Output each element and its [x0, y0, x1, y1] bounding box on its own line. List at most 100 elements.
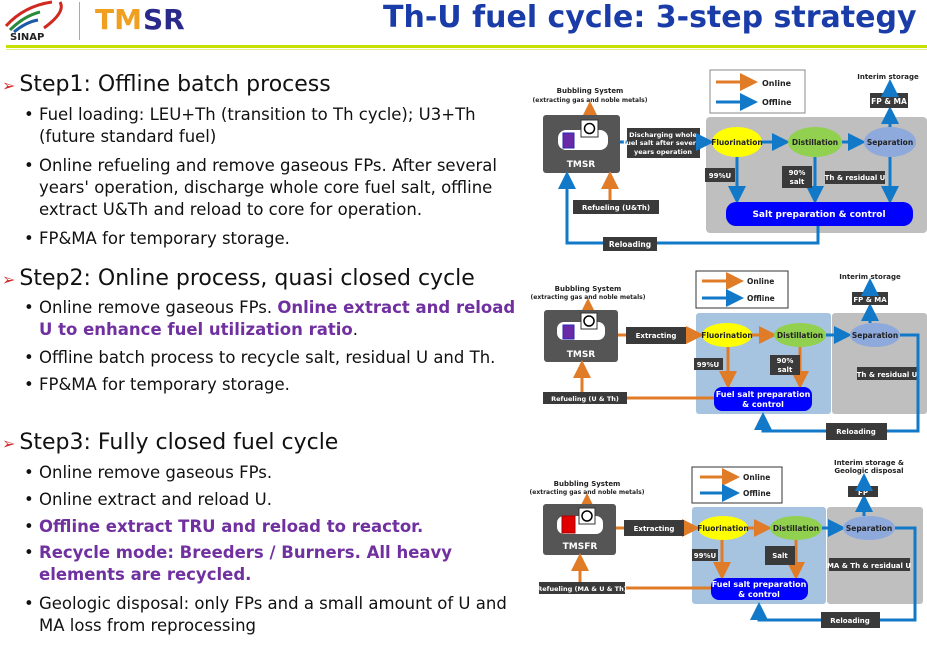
diagram-label: (extracting gas and noble metals) — [530, 489, 645, 496]
header-divider — [6, 45, 927, 48]
flow-arrow — [43, 1, 63, 30]
diagram-label: Distillation — [777, 331, 823, 340]
bullet-dot-icon: • — [24, 375, 34, 394]
diagram-label: Refueling (U & Th) — [551, 395, 619, 403]
bullet-dot-icon: • — [24, 543, 34, 562]
diagram-label: Separation — [867, 138, 913, 147]
arrow-bullet-icon: ➢ — [2, 270, 16, 289]
page-title: Th-U fuel cycle: 3-step strategy — [383, 0, 917, 35]
diagram-label: Fluorination — [697, 524, 749, 533]
diagram-label: salt — [778, 366, 793, 374]
flow-arrow — [4, 0, 53, 28]
diagram-label: (extracting gas and noble metals) — [531, 294, 646, 301]
diagram-label: salt — [790, 178, 805, 186]
arrow-bullet-icon: ➢ — [2, 434, 16, 453]
discharging-box — [627, 128, 700, 158]
highlighted-text: Recycle mode: Breeders / Burners. All he… — [39, 543, 453, 584]
bullet-text: Offline batch process to recycle salt, r… — [39, 348, 496, 367]
diagram-label: Offline — [747, 294, 775, 303]
diagram-label: Fluorination — [711, 138, 763, 147]
bullet-item: • Recycle mode: Breeders / Burners. All h… — [24, 542, 519, 586]
bullet-item: • Geologic disposal: only FPs and a small… — [24, 593, 519, 637]
pump-icon — [583, 122, 596, 135]
step-heading: ➢Step2: Online process, quasi closed cyc… — [2, 266, 475, 291]
bubbling-system-label: Bubbling System — [557, 87, 624, 95]
reloading-label: Reloading — [609, 240, 651, 249]
diagram-label: Online — [747, 277, 774, 286]
bullet-item: •Online refueling and remove gaseous FPs… — [24, 155, 519, 221]
diagram-label: Extracting — [636, 332, 677, 340]
diagram-label: Interim storage & — [834, 459, 904, 467]
bullet-item: •Fuel loading: LEU+Th (transition to Th … — [24, 104, 519, 148]
label-box — [765, 546, 795, 565]
diagram-label: & control — [738, 590, 780, 599]
diagram-label: & control — [742, 400, 784, 409]
diagram-label: Bubbling System — [555, 285, 622, 293]
sinap-logo-graphic: SINAP — [4, 0, 63, 43]
diagram-label: years operation — [634, 148, 692, 156]
separation-node — [864, 127, 916, 157]
diagram-label: FP — [858, 489, 868, 497]
label-box — [829, 558, 910, 571]
step-heading-text: Step3: Fully closed fuel cycle — [19, 430, 339, 455]
refueling-label: Refueling (U&Th) — [582, 204, 650, 212]
label-box — [561, 515, 576, 534]
diagram-label: Separation — [852, 331, 898, 340]
bullet-dot-icon: • — [24, 463, 34, 482]
diagram-label: Th & residual U — [857, 371, 918, 379]
diagram-label: Distillation — [773, 524, 819, 533]
label-box — [857, 367, 918, 380]
diagram-label: Refueling (MA & U & Th) — [537, 585, 626, 593]
diagram-label: SINAP — [10, 32, 44, 42]
reactor-label: TMSR — [567, 350, 596, 360]
bubbling-system-sub: (extracting gas and noble metals) — [533, 97, 648, 104]
label-box — [770, 355, 800, 375]
flow-arrow — [558, 171, 820, 245]
label-box — [562, 132, 575, 149]
diagram-label: 99%U — [709, 172, 732, 180]
pump-icon — [583, 315, 595, 327]
label-box — [626, 327, 686, 344]
pump-icon — [581, 510, 593, 522]
bullet-dot-icon: • — [24, 490, 34, 509]
process-node — [698, 516, 748, 540]
process-node — [843, 516, 895, 540]
bullet-item: •Online extract and reload U. — [24, 489, 519, 511]
diagram-label: Bubbling System — [554, 480, 621, 488]
step-heading-text: Step1: Offline batch process — [19, 72, 331, 97]
flow-arrow — [8, 10, 41, 32]
bullet-dot-icon: • — [24, 298, 34, 317]
legend-online: Online — [762, 79, 792, 88]
diagram-label: MA & Th & residual U — [827, 562, 911, 570]
distillation-node — [788, 127, 842, 157]
diagram-label: 99%U — [694, 552, 717, 560]
bullet-text: Geologic disposal: only FPs and a small … — [39, 594, 507, 635]
diagram-label: TM — [95, 4, 142, 34]
flow-arrow — [754, 333, 920, 433]
bullet-item: •FP&MA for temporary storage. — [24, 374, 534, 396]
bullet-item: •Online remove gaseous FPs. Online extra… — [24, 297, 534, 341]
flow-arrow — [13, 18, 39, 34]
process-node — [774, 323, 826, 347]
label-box — [562, 324, 575, 340]
highlighted-text: Offline extract TRU and reload to reacto… — [39, 517, 424, 536]
tmsr-logo-graphic: TM SR — [95, 3, 185, 36]
label-box — [821, 612, 880, 628]
diagram-label: Online — [743, 473, 770, 482]
diagram-label: Discharging whole — [629, 131, 697, 139]
diagram-label: 90% — [789, 169, 806, 177]
bullet-text: . — [352, 320, 359, 339]
diagram-step2: Online Offline Bubbling System (extracti… — [531, 270, 927, 440]
diagram-label: Reloading — [836, 428, 875, 436]
label-box — [714, 387, 812, 411]
diagram-label: Geologic disposal — [834, 467, 903, 475]
interim-storage-label: Interim storage — [857, 73, 919, 81]
label-box — [580, 119, 599, 138]
label-box — [692, 549, 718, 561]
bullet-dot-icon: • — [24, 517, 34, 536]
label-box — [624, 520, 684, 536]
label-box — [711, 578, 808, 600]
process-node — [770, 516, 822, 540]
bullet-dot-icon: • — [24, 594, 34, 613]
